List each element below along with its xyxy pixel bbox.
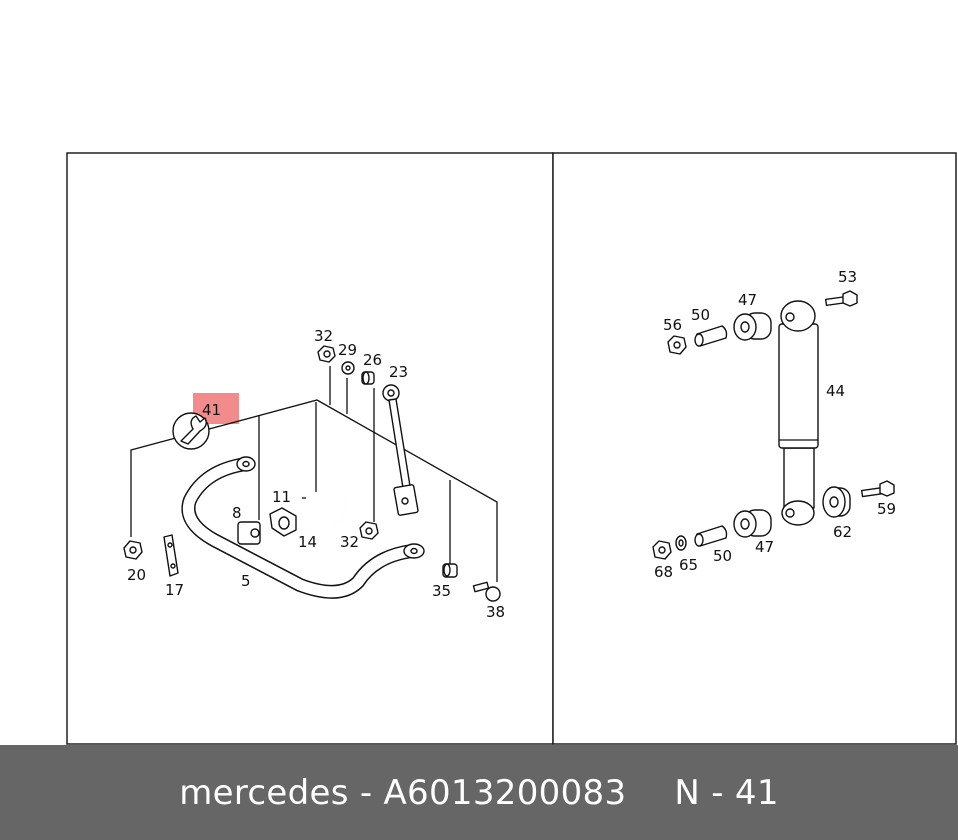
bushing-26 bbox=[361, 371, 375, 385]
callout-41[interactable]: 41 bbox=[202, 401, 221, 419]
bolt-38 bbox=[472, 581, 501, 602]
shock-absorber-44 bbox=[778, 300, 819, 526]
sleeve-50-bottom bbox=[694, 525, 728, 547]
callout-44[interactable]: 44 bbox=[826, 382, 845, 400]
callout-50-bottom[interactable]: 50 bbox=[713, 547, 732, 565]
nut-56 bbox=[667, 335, 687, 355]
callout-50-top[interactable]: 50 bbox=[691, 306, 710, 324]
callout-47-top[interactable]: 47 bbox=[738, 291, 757, 309]
callout-17[interactable]: 17 bbox=[165, 581, 184, 599]
left-callouts: 41 32 29 26 23 8 11 14 32 20 17 5 35 38 bbox=[127, 327, 505, 621]
callout-65[interactable]: 65 bbox=[679, 556, 698, 574]
wrench-icon[interactable] bbox=[172, 412, 210, 450]
leader-lines-left bbox=[130, 366, 498, 582]
callout-20[interactable]: 20 bbox=[127, 566, 146, 584]
bushing-35 bbox=[442, 563, 458, 578]
parts-diagram: 41 32 29 26 23 8 11 14 32 20 17 5 35 38 bbox=[66, 152, 957, 745]
callout-62[interactable]: 62 bbox=[833, 523, 852, 541]
nut-32-top bbox=[317, 345, 336, 363]
callout-14[interactable]: 14 bbox=[298, 533, 317, 551]
clamp-11 bbox=[269, 507, 297, 537]
rubber-bushing-8 bbox=[237, 521, 261, 545]
footer-part-number: mercedes - A6013200083 bbox=[179, 772, 627, 813]
nut-68 bbox=[652, 540, 672, 560]
left-panel-frame bbox=[66, 152, 554, 745]
bracket-17 bbox=[163, 534, 179, 577]
callout-29[interactable]: 29 bbox=[338, 341, 357, 359]
right-callouts: 53 56 50 47 44 59 62 68 65 50 47 bbox=[654, 268, 896, 581]
callout-56[interactable]: 56 bbox=[663, 316, 682, 334]
bolt-59 bbox=[860, 480, 895, 498]
footer-bar: mercedes - A6013200083 N - 41 bbox=[0, 745, 958, 840]
callout-47-bottom[interactable]: 47 bbox=[755, 538, 774, 556]
bolt-53 bbox=[824, 290, 858, 307]
footer-reference: N - 41 bbox=[674, 772, 779, 813]
callout-53[interactable]: 53 bbox=[838, 268, 857, 286]
right-panel-frame bbox=[552, 152, 957, 745]
callout-5[interactable]: 5 bbox=[241, 572, 251, 590]
callout-59[interactable]: 59 bbox=[877, 500, 896, 518]
nut-20 bbox=[123, 540, 143, 560]
callout-11[interactable]: 11 bbox=[272, 488, 291, 506]
callout-32-lower[interactable]: 32 bbox=[340, 533, 359, 551]
callout-68[interactable]: 68 bbox=[654, 563, 673, 581]
spacer-62 bbox=[822, 486, 851, 518]
callout-23[interactable]: 23 bbox=[389, 363, 408, 381]
washer-29 bbox=[341, 361, 355, 375]
stabilizer-bar bbox=[181, 456, 425, 599]
callout-26[interactable]: 26 bbox=[363, 351, 382, 369]
nut-32-lower bbox=[359, 521, 379, 540]
u-bolt-14 bbox=[302, 492, 348, 529]
washer-65 bbox=[675, 535, 687, 551]
bushing-47-top bbox=[733, 312, 772, 341]
sleeve-50-top bbox=[694, 325, 728, 347]
callout-38[interactable]: 38 bbox=[486, 603, 505, 621]
callout-8[interactable]: 8 bbox=[232, 504, 242, 522]
bushing-47-bottom bbox=[733, 509, 772, 538]
link-rod-23 bbox=[382, 384, 419, 516]
callout-32-top[interactable]: 32 bbox=[314, 327, 333, 345]
callout-35[interactable]: 35 bbox=[432, 582, 451, 600]
